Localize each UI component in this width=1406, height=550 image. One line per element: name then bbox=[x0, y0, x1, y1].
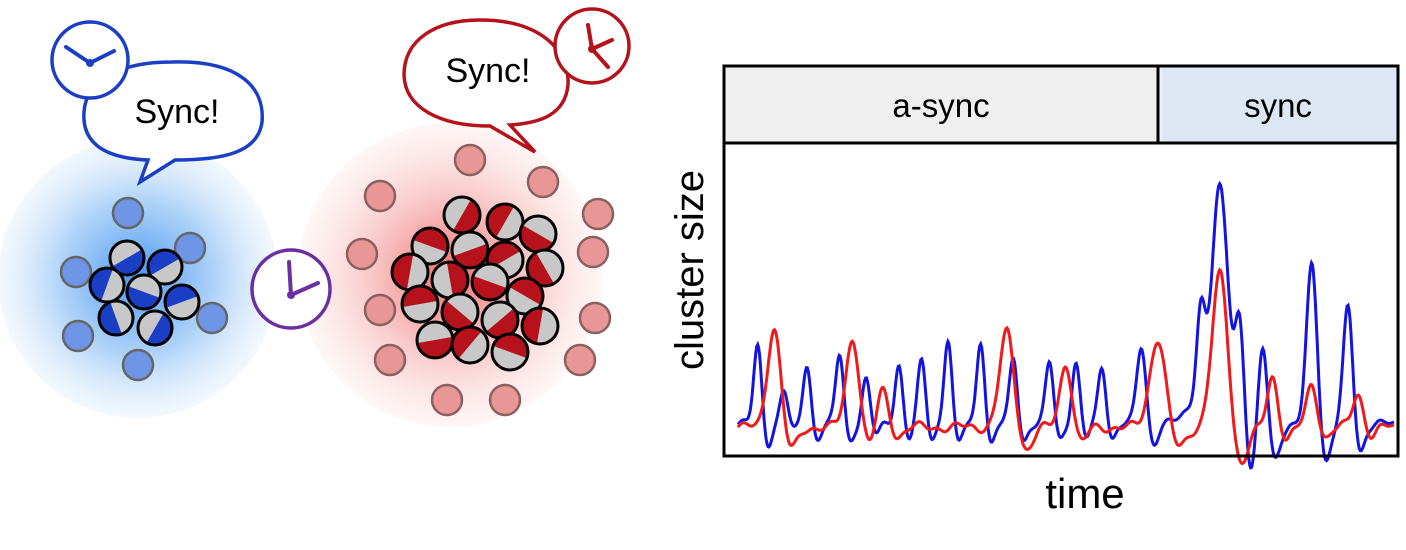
outer-particle bbox=[453, 143, 487, 177]
outer-particle bbox=[195, 301, 229, 335]
outer-particle bbox=[121, 348, 155, 382]
synced-particle bbox=[480, 300, 520, 340]
left-core-particles bbox=[88, 239, 201, 347]
left-bubble-text: Sync! bbox=[134, 93, 219, 131]
synced-particle bbox=[390, 252, 430, 292]
outer-particle bbox=[59, 255, 93, 289]
phase-band-sync bbox=[1162, 66, 1398, 143]
phase-label-a-sync: a-sync bbox=[892, 87, 989, 124]
synced-particle bbox=[525, 248, 565, 288]
phase-label-sync: sync bbox=[1244, 87, 1312, 124]
x-axis-label: time bbox=[1045, 470, 1124, 517]
outer-particle bbox=[488, 383, 522, 417]
synced-particle bbox=[518, 214, 558, 254]
synced-particle bbox=[470, 262, 510, 302]
outer-particle bbox=[430, 383, 464, 417]
y-axis-label: cluster size bbox=[668, 170, 712, 370]
synced-particle bbox=[450, 230, 490, 270]
synced-particle bbox=[415, 320, 455, 360]
right-core-particles bbox=[390, 195, 565, 372]
synced-particle bbox=[97, 299, 135, 337]
outer-particle bbox=[576, 235, 610, 269]
right-bubble-clock-icon bbox=[553, 7, 631, 85]
synced-particle bbox=[430, 260, 470, 300]
synced-particle bbox=[163, 283, 201, 321]
synced-particle bbox=[136, 309, 174, 347]
outer-particle bbox=[363, 293, 397, 327]
right-group bbox=[298, 123, 615, 427]
synced-particle bbox=[146, 248, 184, 286]
synced-particle bbox=[505, 276, 545, 316]
series-line-red bbox=[736, 267, 1395, 466]
outer-particle bbox=[61, 319, 95, 353]
synced-particle bbox=[520, 306, 560, 346]
left-outer-particles bbox=[59, 196, 229, 382]
synced-particle bbox=[450, 325, 490, 365]
right-bubble-text: Sync! bbox=[445, 52, 530, 90]
synced-particle bbox=[88, 266, 126, 304]
outer-particle bbox=[563, 343, 597, 377]
synced-particle bbox=[410, 226, 450, 266]
outer-particle bbox=[345, 237, 379, 271]
synced-particle bbox=[442, 195, 482, 235]
left-group bbox=[0, 138, 278, 418]
synced-particle bbox=[485, 202, 525, 242]
series-line-blue bbox=[736, 180, 1395, 470]
outer-particle bbox=[578, 301, 612, 335]
synced-particle bbox=[125, 273, 163, 311]
outer-particle bbox=[373, 343, 407, 377]
phase-band-a-sync bbox=[724, 66, 1163, 143]
right-speech-bubble: Sync! bbox=[402, 18, 570, 154]
chart-frame bbox=[722, 64, 1400, 458]
outer-particle bbox=[363, 179, 397, 213]
synced-particle bbox=[440, 292, 480, 332]
synced-particle bbox=[108, 239, 146, 277]
outer-particle bbox=[173, 231, 207, 265]
left-bubble-clock-icon bbox=[50, 20, 130, 100]
cluster-size-chart: a-sync sync time cluster size bbox=[668, 64, 1400, 517]
middle-clock-icon bbox=[250, 248, 332, 330]
outer-particle bbox=[581, 197, 615, 231]
right-outer-particles bbox=[345, 143, 615, 417]
outer-particle bbox=[526, 165, 560, 199]
synced-particle bbox=[400, 284, 440, 324]
left-speech-bubble: Sync! bbox=[82, 60, 264, 187]
synced-particle bbox=[490, 332, 530, 372]
outer-particle bbox=[111, 196, 145, 230]
